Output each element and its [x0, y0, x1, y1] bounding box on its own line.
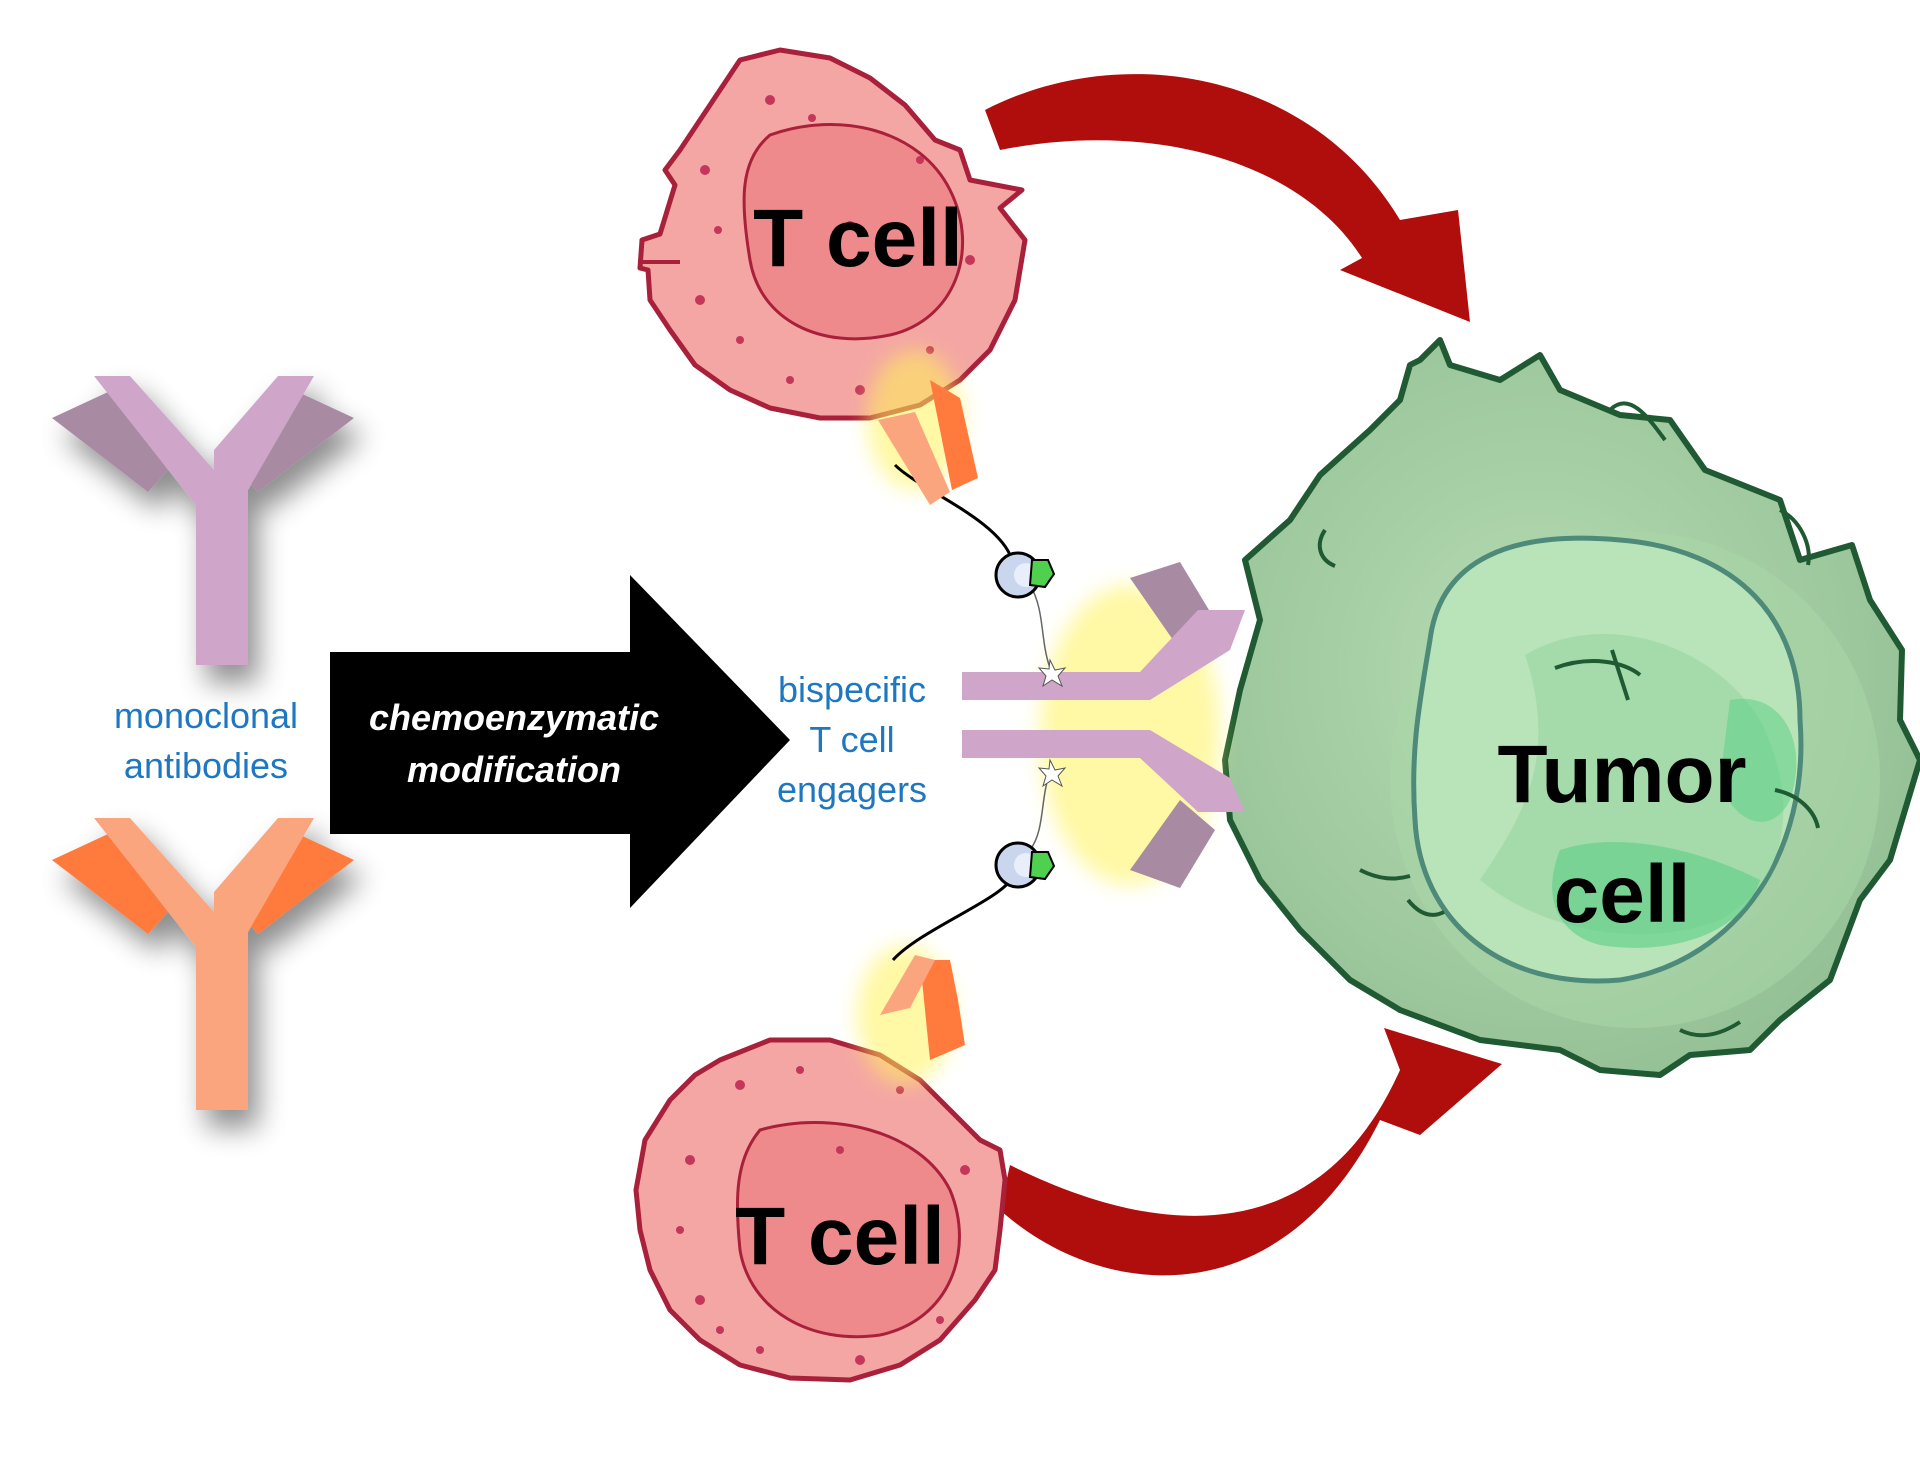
bispecific-engager: [857, 350, 1245, 1085]
t-cell-top-label: T cell: [753, 193, 963, 284]
tumor-label-line1: Tumor: [1497, 729, 1746, 820]
curved-arrow-icon-top: [985, 74, 1470, 322]
monoclonal-label-line2: antibodies: [124, 745, 288, 786]
bispecific-label-line3: engagers: [777, 769, 927, 810]
bispecific-label-line2: T cell: [809, 719, 894, 760]
tumor-cell-icon: Tumor cell: [1222, 337, 1920, 1078]
tumor-label-line2: cell: [1554, 849, 1691, 940]
bispecific-label-line1: bispecific: [778, 669, 926, 710]
t-cell-icon-bottom: T cell: [633, 1037, 1008, 1383]
monoclonal-label-line1: monoclonal: [114, 695, 298, 736]
arrow-right-icon: [330, 575, 790, 908]
t-cell-icon-top: T cell: [637, 47, 1028, 421]
antibody-icon-orange: [52, 818, 354, 1110]
t-cell-bottom-label: T cell: [735, 1191, 945, 1282]
antibody-icon-purple: [52, 376, 354, 665]
curved-arrow-icon-bottom: [1000, 1028, 1502, 1276]
process-label-line2: modification: [407, 749, 621, 790]
process-label-line1: chemoenzymatic: [369, 697, 659, 738]
